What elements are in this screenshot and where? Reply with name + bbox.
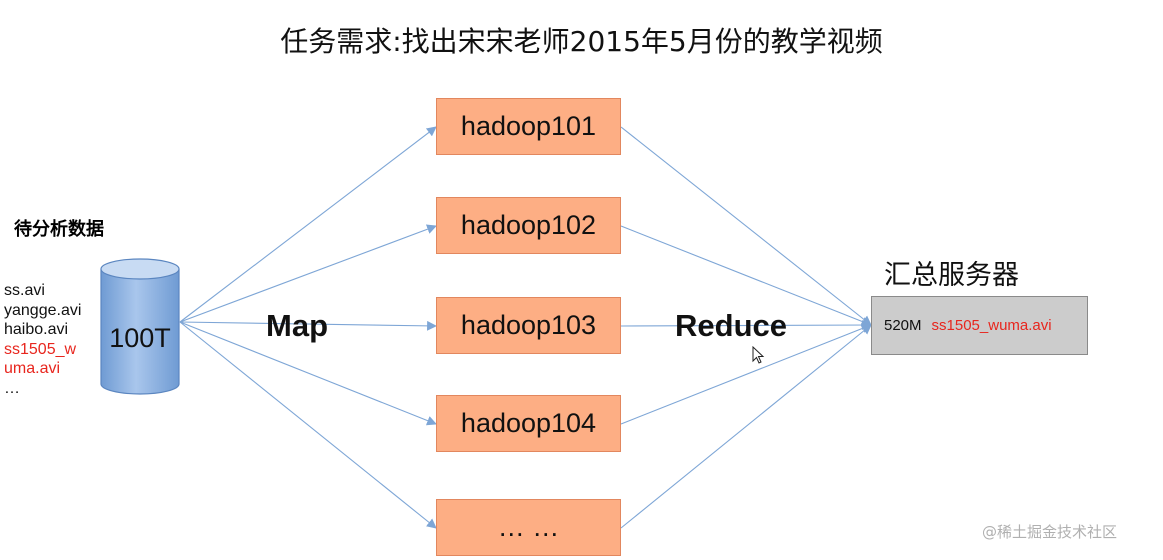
- map-arrow: [179, 224, 437, 323]
- reduce-arrow: [620, 320, 872, 330]
- summary-server-box: 520M ss1505_wuma.avi: [871, 296, 1088, 355]
- watermark: @稀土掘金技术社区: [982, 523, 1118, 541]
- file-item: uma.avi: [4, 360, 61, 377]
- result-size: 520M: [884, 317, 922, 334]
- node-hadoop101: hadoop101: [436, 98, 621, 155]
- server-title: 汇总服务器: [884, 260, 1019, 291]
- reduce-arrows: [620, 126, 872, 529]
- file-item: haibo.avi: [4, 321, 69, 338]
- node-hadoop103: hadoop103: [436, 297, 621, 354]
- map-arrow: [179, 321, 437, 529]
- map-label: Map: [266, 308, 328, 343]
- mouse-pointer-icon: [752, 346, 765, 364]
- file-item: ss1505_w: [4, 340, 77, 358]
- diagram-title: 任务需求:找出宋宋老师2015年5月份的教学视频: [280, 25, 883, 58]
- database-cylinder-icon: [100, 258, 180, 395]
- map-arrow: [179, 320, 437, 331]
- file-item: yangge.avi: [4, 301, 82, 319]
- node-hadoop104: hadoop104: [436, 395, 621, 452]
- reduce-arrow: [620, 323, 872, 425]
- result-filename: ss1505_wuma.avi: [931, 317, 1052, 334]
- node-hadoop102: hadoop102: [436, 197, 621, 254]
- map-arrows: [179, 126, 437, 529]
- source-data-label: 待分析数据: [14, 219, 104, 240]
- reduce-label: Reduce: [675, 308, 787, 343]
- reduce-arrow: [620, 324, 872, 529]
- reduce-arrow: [620, 225, 872, 327]
- node-more: … …: [436, 499, 621, 556]
- reduce-arrow: [620, 126, 872, 326]
- map-arrow: [179, 321, 437, 426]
- file-item: ss.avi: [4, 282, 45, 299]
- file-list: ss.avi yangge.avi haibo.avi ss1505_w uma…: [4, 281, 81, 398]
- database-size-label: 100T: [109, 323, 171, 353]
- map-arrow: [179, 126, 437, 323]
- file-item: …: [4, 379, 20, 397]
